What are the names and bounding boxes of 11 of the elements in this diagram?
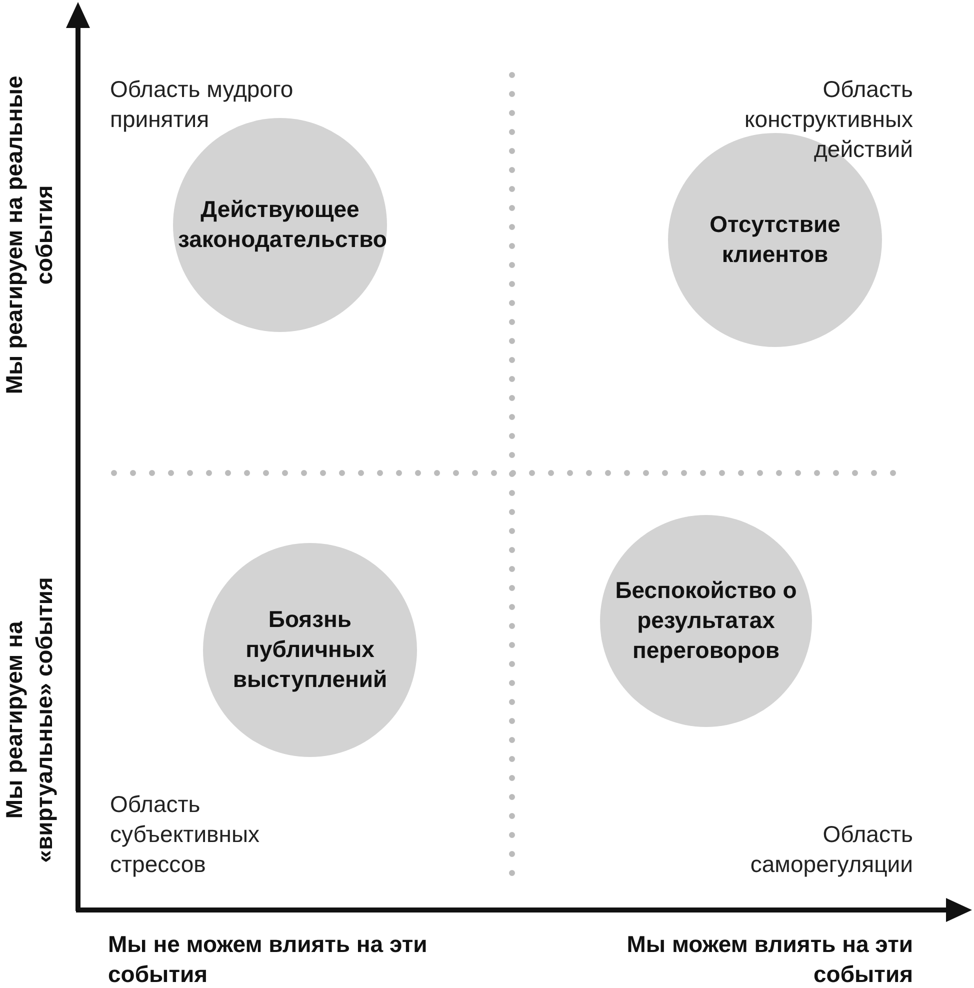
axis-label: Мы можем влиять на эти события [626, 930, 913, 988]
axis-label: Мы реагируем на «виртуальные» события [0, 576, 58, 865]
quadrant-label: Область саморегуляции [749, 820, 913, 879]
axis-label: Мы реагируем на реальные события [0, 74, 58, 396]
quadrant-label: Область субъективных стрессов [110, 790, 260, 879]
node-label: Беспокойство о результатах переговоров [614, 576, 798, 665]
node-label: Отсутствие клиентов [708, 210, 842, 269]
axis-label: Мы не можем влиять на эти события [108, 930, 428, 988]
quadrant-label: Область мудрого принятия [110, 75, 294, 134]
node-label: Боязнь публичных выступлений [232, 605, 388, 694]
quadrant-label: Область конструктивных действий [743, 75, 913, 164]
